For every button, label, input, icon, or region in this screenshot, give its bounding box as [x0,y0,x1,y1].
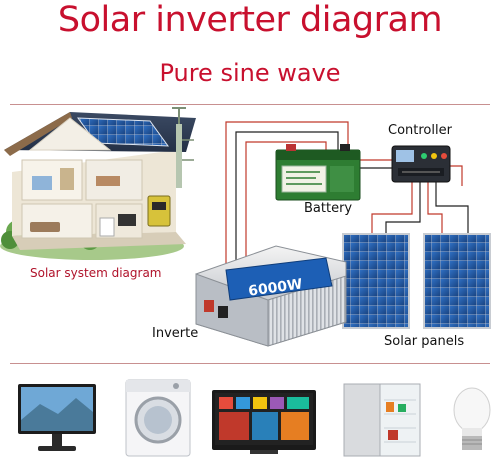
inverter-illustration: 6000W [195,245,347,347]
page-title: Solar inverter diagram [57,0,443,40]
solar-panels-illustration [342,233,491,329]
light-bulb-icon [453,387,491,450]
battery-illustration [275,144,361,201]
page-subtitle: Pure sine wave [159,59,341,87]
battery-label: Battery [304,201,353,216]
inverter-label: Inverte [152,326,199,341]
controller-label: Controller [388,123,452,138]
inverter-rating-text: 6000W [247,276,303,299]
solar-system-label: Solar system diagram [30,266,162,280]
solar-panels-label: Solar panels [384,334,465,349]
refrigerator-icon [343,383,421,457]
bottom-divider [10,363,490,364]
monitor-icon [18,384,96,451]
top-divider [10,104,490,105]
television-icon [212,390,316,454]
wiring [225,121,469,300]
washing-machine-icon [125,379,191,457]
controller-illustration [391,145,451,183]
house-illustration [0,107,196,260]
